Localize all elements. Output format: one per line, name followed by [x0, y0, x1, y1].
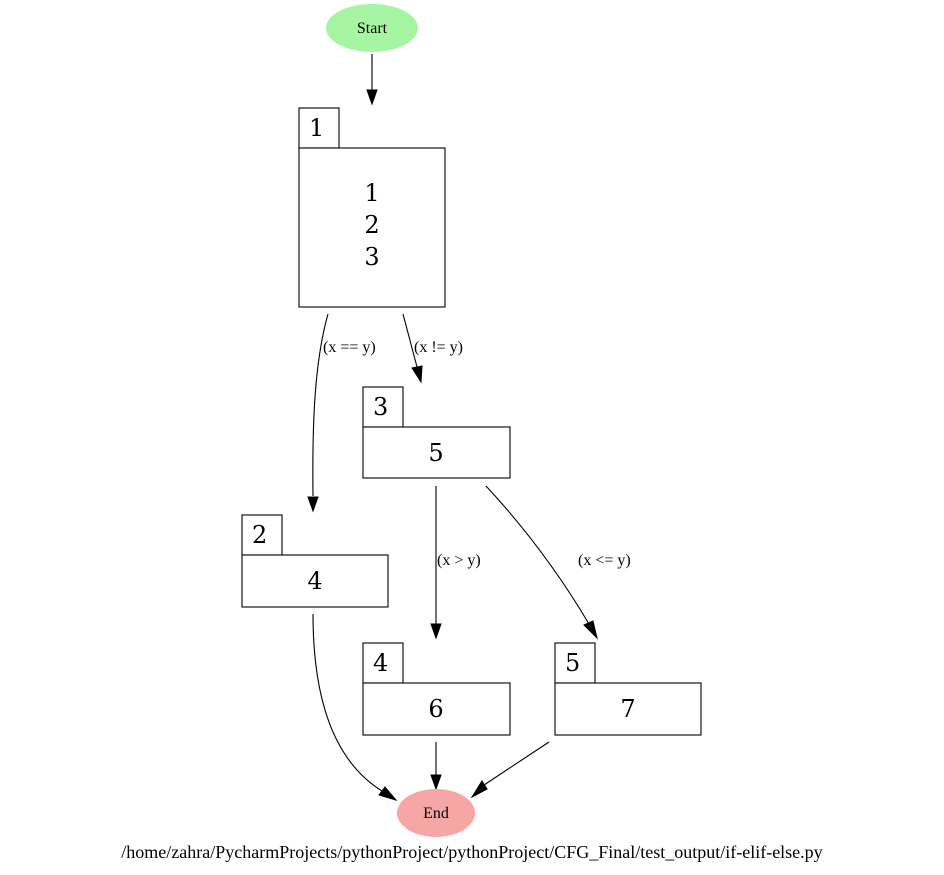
edge-label: (x == y): [323, 339, 376, 356]
file-path-caption: /home/zahra/PycharmProjects/pythonProjec…: [121, 842, 822, 862]
block-4: 4 6: [362, 642, 511, 736]
edge-block-1-to-block-2: (x == y): [307, 313, 376, 513]
start-node: Start: [326, 4, 418, 52]
block-4-body: [362, 682, 511, 736]
edge-block-2-to-end: [312, 613, 398, 801]
edge-block-1-to-block-3: (x != y): [402, 313, 463, 384]
block-3-body: [362, 426, 511, 479]
block-1-body: [298, 147, 446, 308]
arrowhead: [307, 496, 319, 513]
end-node: End: [397, 789, 475, 837]
arrowhead: [366, 89, 378, 106]
block-1-id-box: [298, 107, 340, 149]
block-5-body: [554, 682, 702, 736]
edge-block-3-to-block-4: (x > y): [430, 486, 481, 640]
block-5-line: 7: [620, 695, 635, 723]
block-2: 2 4: [241, 514, 389, 608]
edge-block-5-to-end: [470, 741, 550, 799]
block-3-line: 5: [428, 439, 443, 467]
edge-start-to-block-1: [366, 54, 378, 106]
block-3: 3 5: [362, 386, 511, 479]
block-1: 1 1 2 3: [298, 107, 446, 308]
arrowhead: [378, 786, 398, 801]
block-4-id-box: [362, 642, 404, 684]
arrowhead: [470, 780, 488, 799]
block-1-line: 2: [364, 211, 379, 239]
start-label: Start: [357, 20, 388, 37]
block-4-line: 6: [428, 695, 443, 723]
block-5: 5 7: [554, 642, 702, 736]
block-3-id: 3: [373, 393, 388, 421]
edge-label: (x <= y): [578, 552, 631, 569]
edge-label: (x != y): [414, 339, 463, 356]
edge-block-3-to-block-5: (x <= y): [485, 485, 631, 640]
edge-label: (x > y): [437, 552, 481, 569]
block-1-line: 3: [364, 243, 379, 271]
end-label: End: [423, 805, 449, 822]
start-ellipse: [326, 4, 418, 52]
block-5-id-box: [554, 642, 596, 684]
block-1-line: 1: [364, 179, 379, 207]
arrowhead: [430, 623, 442, 640]
block-1-id: 1: [309, 114, 324, 142]
arrowhead: [430, 774, 442, 791]
block-2-line: 4: [307, 567, 322, 595]
edge-block-4-to-end: [430, 742, 442, 791]
block-4-id: 4: [373, 649, 388, 677]
block-2-body: [241, 554, 389, 608]
block-5-id: 5: [565, 649, 580, 677]
arrowhead: [583, 620, 598, 640]
arrowhead: [411, 365, 423, 384]
end-ellipse: [397, 789, 475, 837]
block-2-id: 2: [252, 521, 267, 549]
